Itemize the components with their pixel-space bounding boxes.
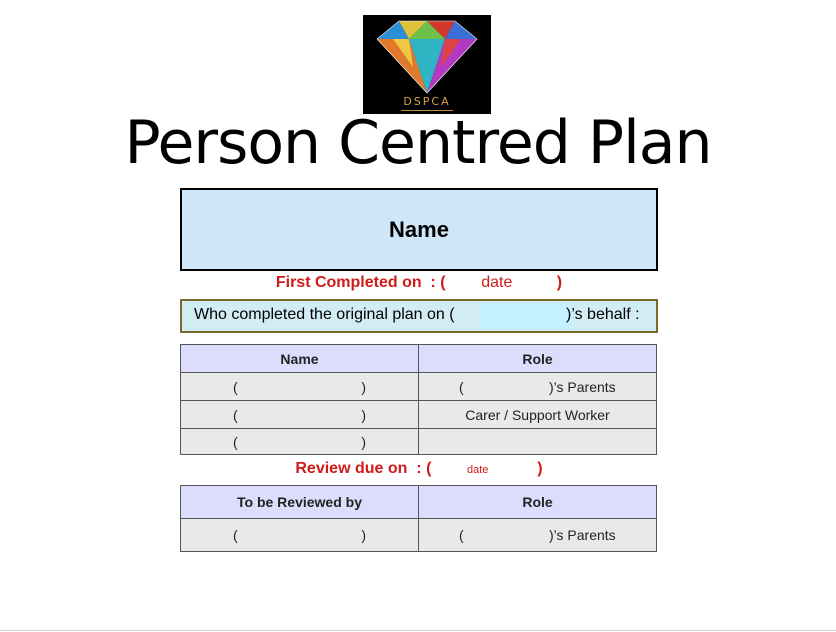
team-role-cell[interactable]: ( )’s Parents [418,372,657,401]
name-label: Name [389,216,449,242]
role-open: ( [459,527,464,543]
review-due-date[interactable]: date [466,464,489,476]
team-name-cell[interactable]: ( ) [180,428,419,455]
first-completed-label: First Completed on : ( [275,274,446,291]
page-title: Person Centred Plan [124,108,712,178]
page-divider [0,630,836,631]
paren-open: ( [233,378,238,395]
table-row: ( ) ( )’s Parents [180,518,657,552]
review-due-line: Review due on : ( date ) [180,460,658,478]
paren-close: ) [361,406,366,423]
role-open: ( [459,378,464,395]
logo-text: DSPCA [403,95,451,108]
review-due-label: Review due on : ( [295,460,432,477]
team-role-cell[interactable]: Carer / Support Worker [418,400,657,429]
review-table: To be Reviewed by Role ( ) ( )’s Parents [180,485,657,552]
role-close: )’s Parents [549,378,616,395]
team-name-cell[interactable]: ( ) [180,372,419,401]
first-completed-close: ) [556,274,563,291]
logo-rule [401,110,453,111]
name-box[interactable]: Name [180,188,658,271]
who-completed-text: Who completed the original plan on ( [194,306,455,323]
role-close: )’s Parents [549,527,616,543]
team-table: Name Role ( ) ( )’s Parents ( ) Carer / … [180,344,657,455]
paren-close: ) [361,433,366,450]
team-table-header: Name Role [180,344,657,373]
first-completed-date[interactable]: date [481,274,513,291]
first-completed-line: First Completed on : ( date ) [180,274,658,292]
team-name-cell[interactable]: ( ) [180,400,419,429]
table-row: ( ) ( )’s Parents [180,372,657,401]
table-row: ( ) [180,428,657,455]
table-row: ( ) Carer / Support Worker [180,400,657,429]
review-header-name: To be Reviewed by [180,485,419,519]
dspca-logo: DSPCA [363,15,491,114]
paren-open: ( [233,433,238,450]
paren-open: ( [233,406,238,423]
review-due-close: ) [537,460,543,477]
who-completed-name-field[interactable] [480,303,572,329]
team-header-name: Name [180,344,419,373]
paren-close: ) [361,378,366,395]
reviewer-role-cell[interactable]: ( )’s Parents [418,518,657,552]
paren-open: ( [233,527,238,543]
who-completed-behalf: )’s behalf : [566,306,640,323]
paren-close: ) [361,527,366,543]
reviewer-name-cell[interactable]: ( ) [180,518,419,552]
who-completed-box[interactable]: Who completed the original plan on ( )’s… [180,299,658,333]
review-header-role: Role [418,485,657,519]
review-table-header: To be Reviewed by Role [180,485,657,519]
team-header-role: Role [418,344,657,373]
team-role-cell[interactable] [418,428,657,455]
diamond-logo-icon [376,20,478,94]
